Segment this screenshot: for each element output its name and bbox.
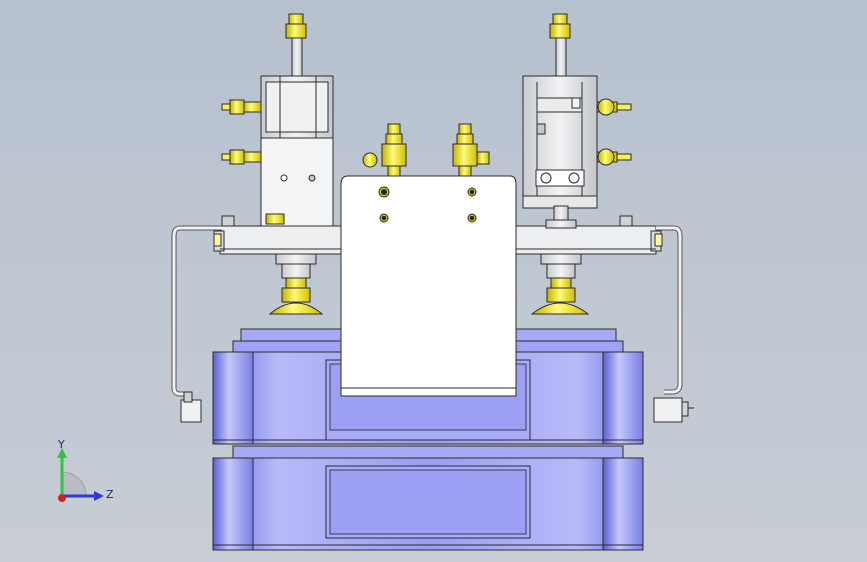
y-axis-arrow-icon bbox=[57, 448, 67, 458]
center-vertical-plate[interactable] bbox=[340, 175, 517, 397]
right-top-fitting[interactable] bbox=[452, 123, 490, 177]
y-axis-label: Y bbox=[57, 438, 65, 451]
triad-arc bbox=[61, 471, 87, 497]
left-top-fitting[interactable] bbox=[362, 123, 407, 177]
right-suction-cup[interactable] bbox=[530, 253, 590, 315]
z-axis-label: Z bbox=[106, 488, 114, 501]
lower-base-block[interactable] bbox=[212, 445, 644, 551]
left-sensor-cable[interactable] bbox=[171, 225, 222, 423]
x-axis-dot-icon bbox=[58, 494, 66, 502]
left-suction-cup[interactable] bbox=[268, 253, 324, 315]
coordinate-triad: Y Z bbox=[57, 438, 114, 502]
right-cylinder[interactable] bbox=[522, 13, 632, 229]
right-sensor-cable[interactable] bbox=[653, 225, 694, 423]
z-axis-arrow-icon bbox=[94, 491, 104, 501]
assembly[interactable] bbox=[171, 13, 694, 551]
left-cylinder[interactable] bbox=[221, 13, 334, 227]
